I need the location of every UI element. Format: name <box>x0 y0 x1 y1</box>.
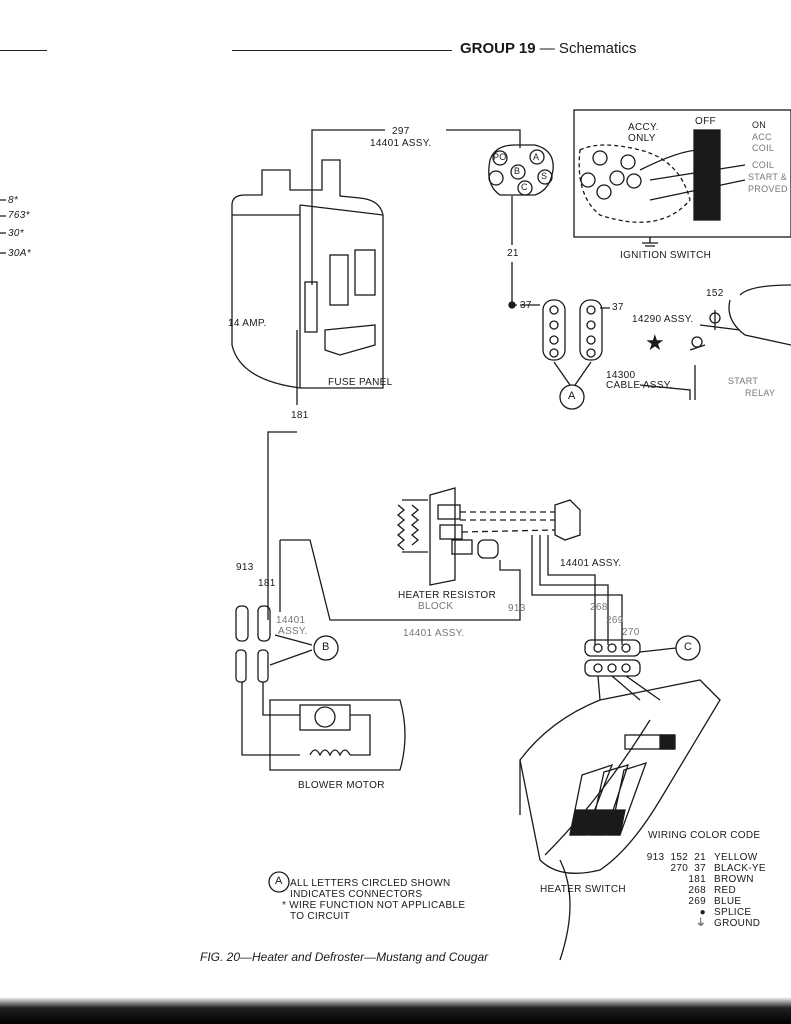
starter-relay-2: RELAY <box>745 388 776 398</box>
color-row: 270 37 BLACK-YE <box>640 863 791 874</box>
ground-icon: ⏚ <box>695 918 706 929</box>
color-row-wires: 269 <box>688 896 706 907</box>
switch-pos-1: ACC <box>752 132 772 142</box>
accy-only-1: ACCY. <box>628 122 659 133</box>
heater-resistor-1: HEATER RESISTOR <box>398 590 497 601</box>
circle-c-label: C <box>684 641 692 653</box>
accy-only-2: ONLY <box>628 133 656 144</box>
legend-line-2: INDICATES CONNECTORS <box>290 889 423 900</box>
wire-152-label: 152 <box>706 288 724 299</box>
color-row: 913 152 21 YELLOW <box>640 852 791 863</box>
conn-a-top: A <box>533 152 540 162</box>
switch-on-label: ON <box>752 120 767 130</box>
wire-913-label: 913 <box>236 562 254 573</box>
switch-pos-2: COIL <box>752 143 775 153</box>
scan-edge <box>0 997 791 1024</box>
color-row-name: RED <box>714 885 737 896</box>
legend-line-4: TO CIRCUIT <box>290 911 351 922</box>
cable-14300-2: CABLE ASSY. <box>606 380 673 391</box>
color-row: ⏚ GROUND <box>640 918 791 929</box>
fourteen-amp-label: 14 AMP. <box>228 318 267 329</box>
color-row-name: YELLOW <box>714 852 758 863</box>
wire-21-label: 21 <box>507 248 519 259</box>
off-label: OFF <box>695 116 716 127</box>
splice-icon: ● <box>699 907 706 918</box>
switch-pos-4: START & <box>748 172 788 182</box>
assy-14401-mid: 14401 ASSY. <box>560 558 622 569</box>
switch-pos-5: PROVED <box>748 184 788 194</box>
margin-note-2: 763* <box>8 210 30 221</box>
assy-14401-top: 14401 ASSY. <box>370 138 432 149</box>
heater-switch-label: HEATER SWITCH <box>540 884 626 895</box>
color-row: 269 BLUE <box>640 896 791 907</box>
wire-268-label: 268 <box>590 602 608 613</box>
color-row: 268 RED <box>640 885 791 896</box>
color-row-name: BROWN <box>714 874 754 885</box>
conn-c-top: C <box>521 182 528 192</box>
margin-note-4: 30A* <box>8 248 31 259</box>
group-number: GROUP 19 <box>460 40 536 57</box>
color-code-table: 913 152 21 YELLOW 270 37 BLACK-YE 181 BROWN… <box>640 852 791 929</box>
section-title: — Schematics <box>539 40 637 57</box>
wire-37-right: 37 <box>612 302 624 313</box>
fuse-panel-label: FUSE PANEL <box>328 377 393 388</box>
wire-181-top: 181 <box>291 410 309 421</box>
conn-s-top: S <box>541 171 548 181</box>
cable-14300-1: 14300 <box>606 370 636 381</box>
legend-line-3: * WIRE FUNCTION NOT APPLICABLE <box>282 900 466 911</box>
star-icon: ★ <box>645 330 665 355</box>
conn-po-top: PO <box>493 152 507 162</box>
page-header: GROUP 19 — Schematics <box>460 40 636 57</box>
circle-b-label: B <box>322 641 330 653</box>
legend-line-1: ALL LETTERS CIRCLED SHOWN <box>290 878 451 889</box>
color-row-name: GROUND <box>714 918 761 929</box>
color-row-name: BLUE <box>714 896 742 907</box>
wiring-color-code-title: WIRING COLOR CODE <box>648 830 761 841</box>
color-row: ● SPLICE <box>640 907 791 918</box>
color-row-wires: 913 152 21 <box>646 852 706 863</box>
ignition-switch-label: IGNITION SWITCH <box>620 250 712 261</box>
wire-37-left: 37 <box>520 300 532 311</box>
wire-270-label: 270 <box>622 627 640 638</box>
conn-b-top: B <box>514 166 521 176</box>
assy-14401-low: 14401 ASSY. <box>403 628 465 639</box>
color-row-wires: 181 <box>688 874 706 885</box>
assy-14290: 14290 ASSY. <box>632 314 694 325</box>
margin-note-3: 30* <box>8 228 24 239</box>
color-row-wires: 268 <box>688 885 706 896</box>
wire-913-right: 913 <box>508 603 526 614</box>
header-rule <box>232 50 452 51</box>
switch-pos-3: COIL <box>752 160 775 170</box>
color-row-name: SPLICE <box>714 907 752 918</box>
header-rule-left <box>0 50 47 51</box>
assy-14401-b1: 14401 <box>276 615 306 626</box>
wire-269-label: 269 <box>606 615 624 626</box>
color-row-name: BLACK-YE <box>714 863 766 874</box>
legend-block: ALL LETTERS CIRCLED SHOWN INDICATES CONN… <box>282 878 465 922</box>
margin-note-1: 8* <box>8 195 19 206</box>
assy-14401-b2: ASSY. <box>278 626 308 637</box>
wire-297-label: 297 <box>392 126 410 137</box>
color-row-wires: 270 37 <box>670 863 706 874</box>
circle-a-label: A <box>568 390 576 402</box>
heater-resistor-2: BLOCK <box>418 601 454 612</box>
starter-relay-1: START <box>728 376 759 386</box>
color-row: 181 BROWN <box>640 874 791 885</box>
figure-caption: FIG. 20—Heater and Defroster—Mustang and… <box>200 950 489 964</box>
wire-181-mid: 181 <box>258 578 276 589</box>
legend-circle-letter: A <box>275 875 283 887</box>
blower-motor-label: BLOWER MOTOR <box>298 780 385 791</box>
